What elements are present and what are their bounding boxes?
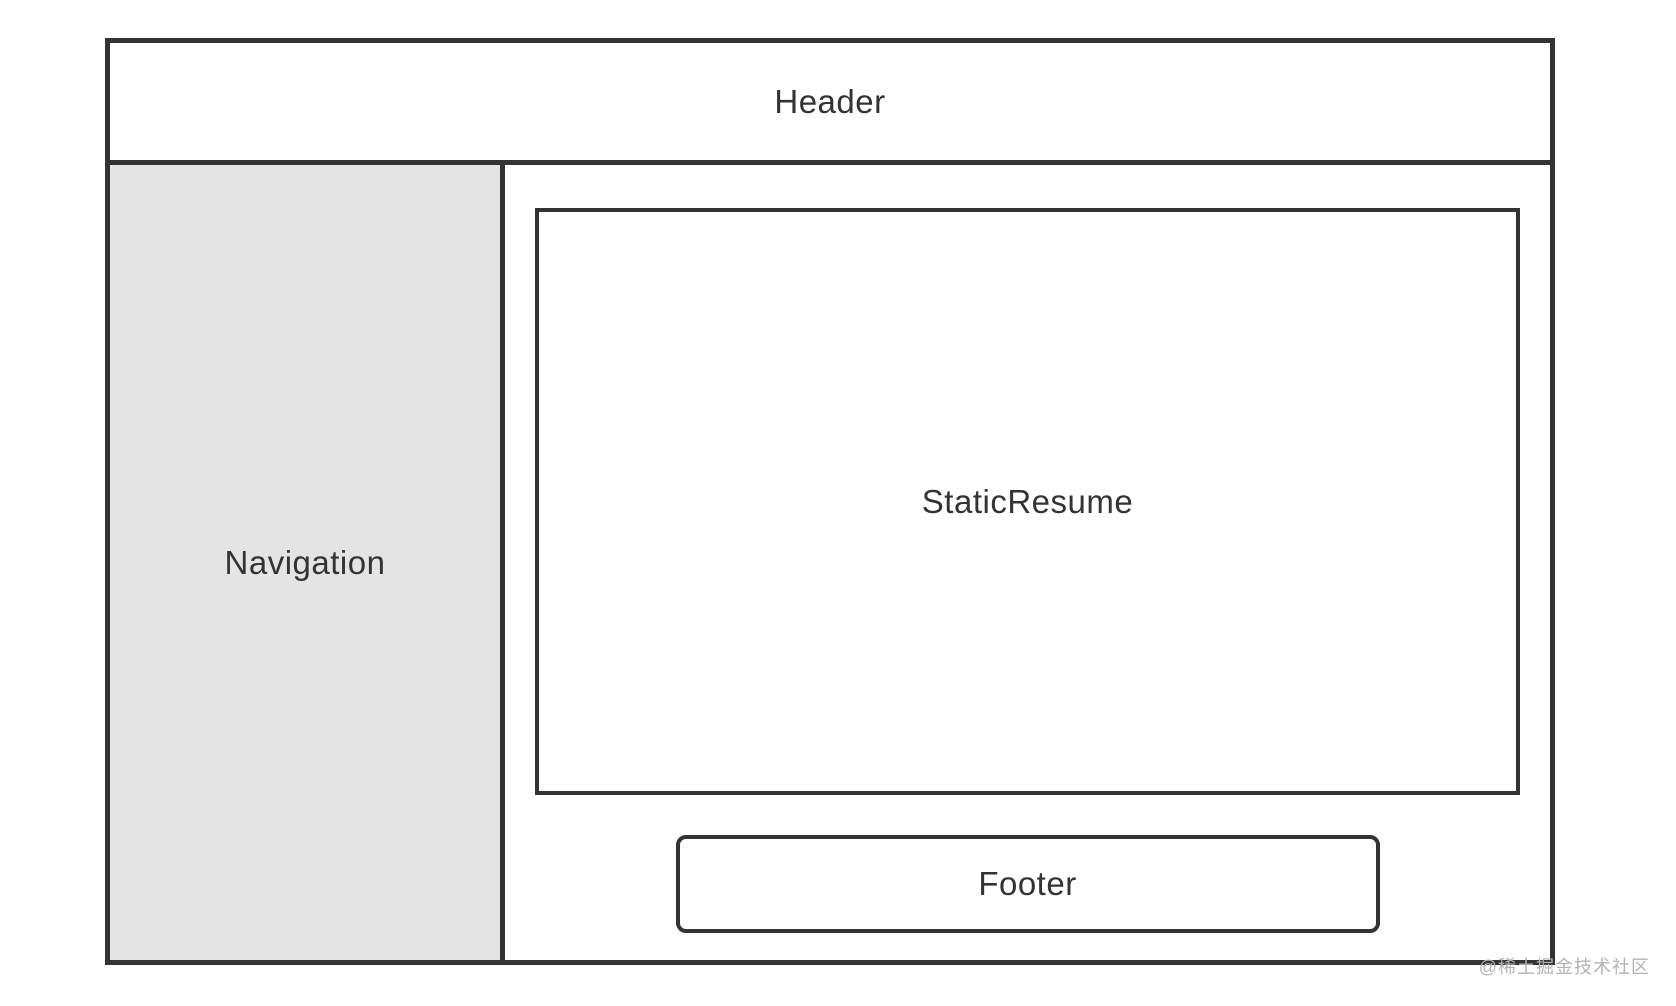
header-region-label: Header xyxy=(774,82,886,120)
header-region: Header xyxy=(110,43,1550,165)
body-row: Navigation StaticResume Footer xyxy=(110,165,1550,960)
main-region: StaticResume Footer xyxy=(505,165,1550,960)
page-frame: Header Navigation StaticResume Footer xyxy=(105,38,1555,965)
footer-region-label: Footer xyxy=(978,865,1077,902)
watermark: @稀土掘金技术社区 xyxy=(1478,957,1650,977)
static-resume-region-label: StaticResume xyxy=(921,482,1134,520)
navigation-region: Navigation xyxy=(110,165,505,960)
footer-region: Footer xyxy=(675,835,1380,933)
navigation-region-label: Navigation xyxy=(224,543,386,581)
static-resume-region: StaticResume xyxy=(535,208,1520,795)
